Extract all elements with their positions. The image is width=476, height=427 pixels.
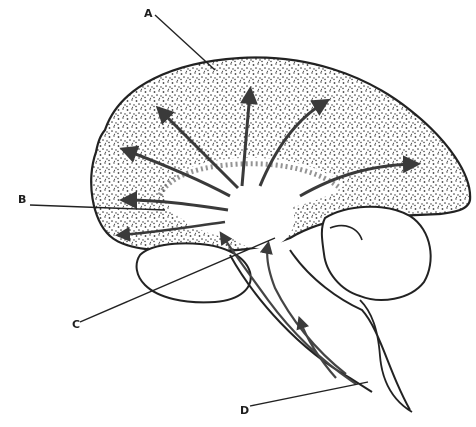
leader-line-d — [250, 382, 368, 406]
leader-line-a — [155, 15, 215, 70]
label-b: B — [18, 193, 26, 206]
thalamus-region — [224, 191, 294, 247]
label-a: A — [144, 7, 153, 20]
cerebellum — [322, 207, 431, 300]
label-d: D — [240, 404, 249, 417]
label-c: C — [72, 318, 80, 331]
